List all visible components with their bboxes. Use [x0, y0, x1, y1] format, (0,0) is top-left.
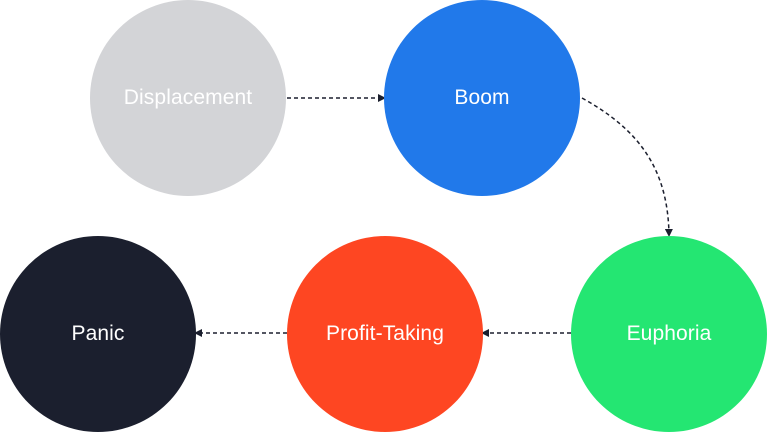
- node-boom: Boom: [384, 0, 580, 196]
- node-label-displacement: Displacement: [123, 86, 253, 109]
- node-profit-taking: Profit-Taking: [287, 236, 483, 432]
- node-euphoria: Euphoria: [571, 236, 767, 432]
- node-displacement: Displacement: [90, 0, 286, 196]
- edge-boom-euphoria: [581, 97, 673, 237]
- node-label-boom: Boom: [454, 86, 510, 109]
- node-panic: Panic: [0, 236, 196, 432]
- node-label-panic: Panic: [71, 322, 125, 345]
- node-label-profit-taking: Profit-Taking: [325, 322, 444, 345]
- node-label-euphoria: Euphoria: [626, 322, 712, 345]
